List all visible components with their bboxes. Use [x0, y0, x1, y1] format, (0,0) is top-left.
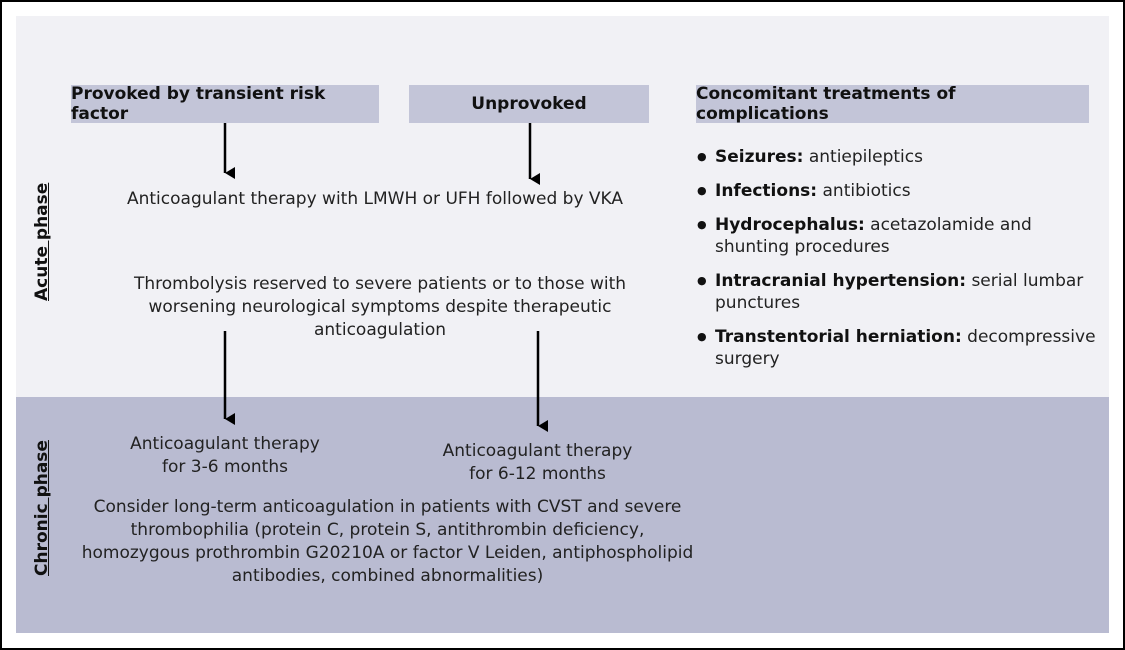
complication-seizures: Seizures: antiepileptics — [697, 146, 1097, 168]
complication-treatment: decompressive surgery — [715, 327, 1096, 369]
header-provoked: Provoked by transient risk factor — [71, 84, 379, 124]
complication-intracranial-hypertension: Intracranial hypertension: serial lumbar… — [697, 270, 1097, 314]
long-term-anticoagulation-text: Consider long-term anticoagulation in pa… — [81, 497, 694, 586]
thrombolysis-text: Thrombolysis reserved to severe patients… — [133, 274, 627, 340]
complication-treatment: antiepileptics — [803, 147, 923, 167]
header-unprovoked: Unprovoked — [409, 85, 649, 123]
complications-list: Seizures: antiepileptics Infections: ant… — [697, 146, 1097, 382]
complication-term: Seizures: — [715, 147, 804, 167]
unprovoked-chronic-therapy: Anticoagulant therapy for 6-12 months — [442, 441, 633, 484]
complication-hydrocephalus: Hydrocephalus: acetazolamide and shuntin… — [697, 214, 1097, 258]
complication-transtentorial-herniation: Transtentorial herniation: decompressive… — [697, 326, 1097, 370]
complication-term: Hydrocephalus: — [715, 215, 865, 235]
complication-infections: Infections: antibiotics — [697, 180, 1097, 202]
provoked-chronic-therapy: Anticoagulant therapy for 3-6 months — [130, 434, 320, 477]
complication-term: Transtentorial herniation: — [715, 327, 962, 347]
complication-term: Infections: — [715, 181, 818, 201]
complication-treatment: antibiotics — [817, 181, 911, 201]
complication-treatment: serial lumbar punctures — [715, 271, 1084, 313]
complication-term: Intracranial hypertension: — [715, 271, 967, 291]
header-concomitant-treatments: Concomitant treatments of complications — [696, 84, 1089, 124]
complication-treatment: acetazolamide and shunting procedures — [715, 215, 1032, 257]
chronic-phase-panel — [16, 397, 1109, 633]
acute-anticoagulant-text: Anticoagulant therapy with LMWH or UFH f… — [126, 189, 624, 209]
